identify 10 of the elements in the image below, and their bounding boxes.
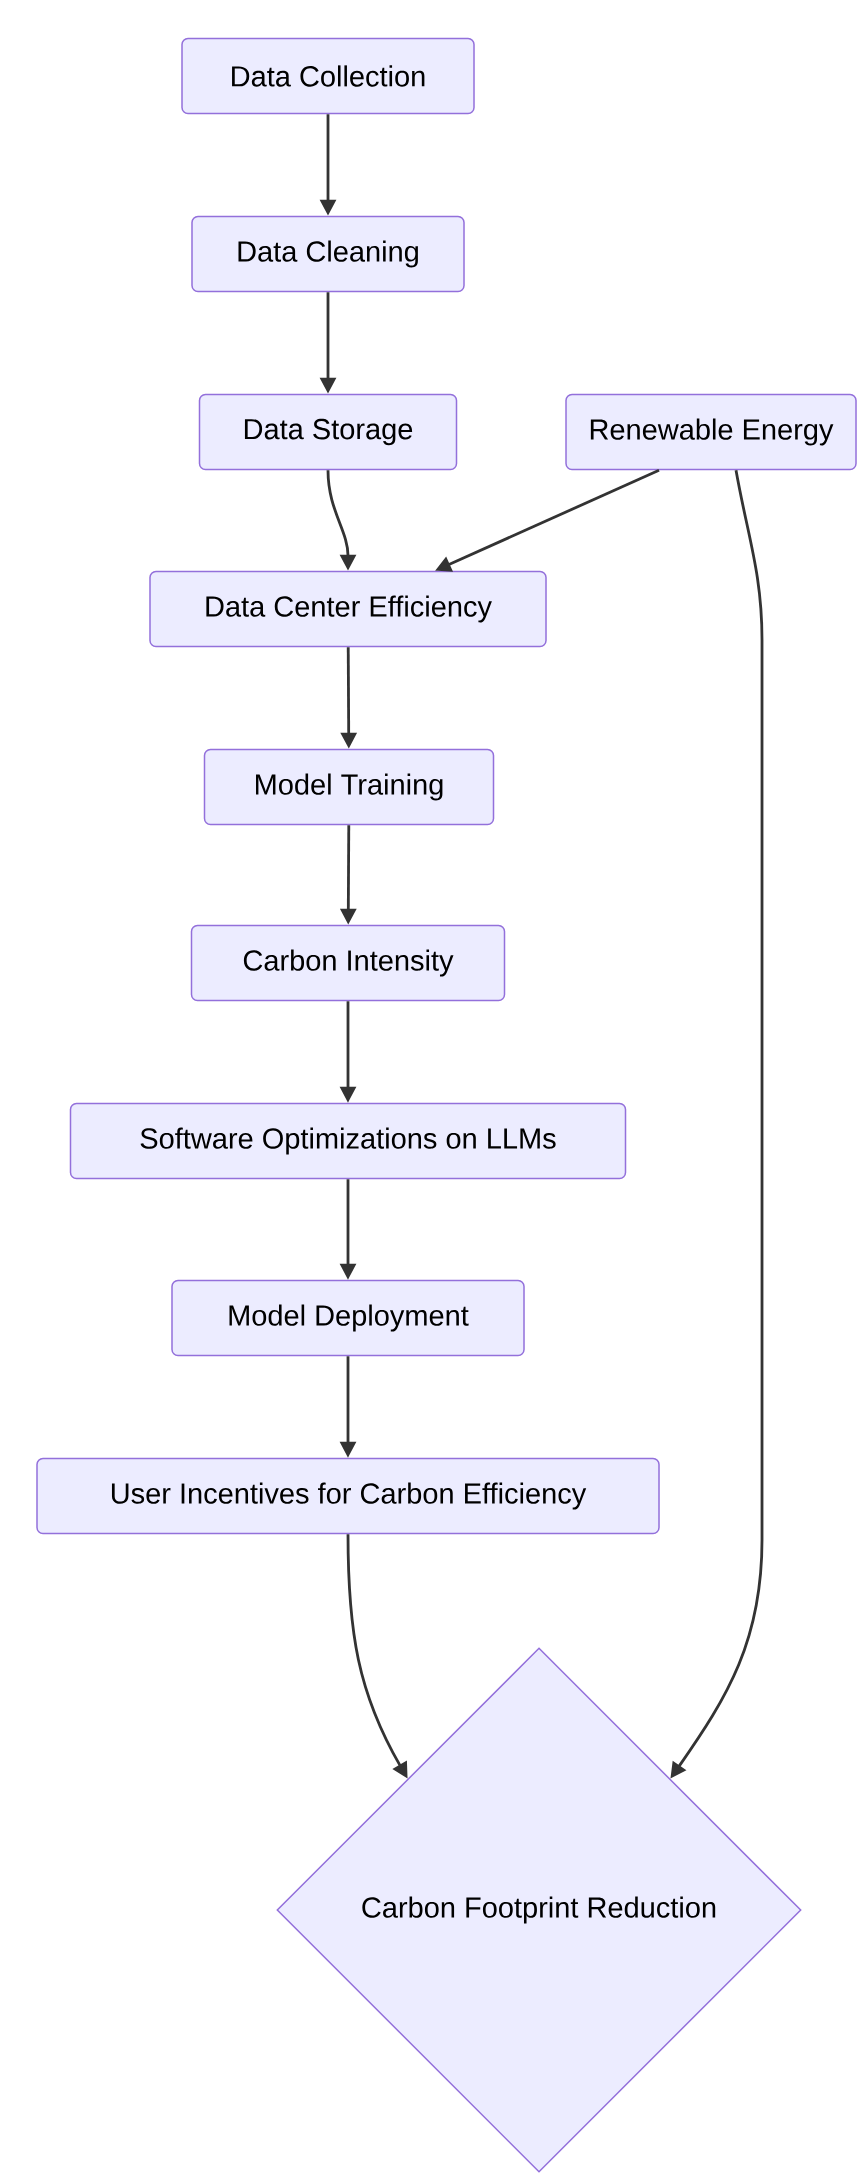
- process-box: Software Optimizations on LLMs: [69, 1102, 627, 1180]
- process-box: Model Training: [203, 748, 495, 826]
- process-box: Data Storage: [198, 393, 458, 471]
- process-box: Model Deployment: [171, 1279, 525, 1357]
- process-box: Renewable Energy: [565, 393, 857, 471]
- process-box: Carbon Intensity: [190, 924, 506, 1002]
- process-box: Data Cleaning: [191, 215, 465, 293]
- process-box: User Incentives for Carbon Efficiency: [36, 1457, 660, 1535]
- process-box: Data Center Efficiency: [149, 570, 547, 648]
- process-box: Data Collection: [181, 37, 475, 115]
